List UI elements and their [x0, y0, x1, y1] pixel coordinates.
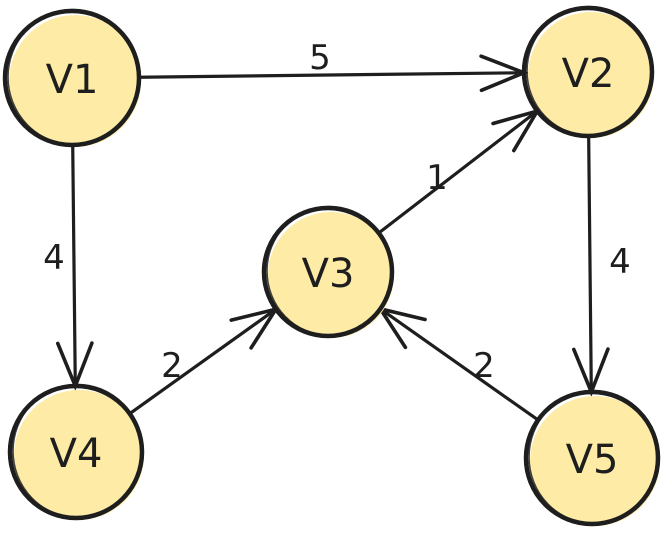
- edge-weight-label: 1: [426, 158, 448, 198]
- node-fill: [528, 12, 654, 138]
- edge-v3-v2: [377, 108, 542, 235]
- edge-labels-layer: 5 4 1 2 4 2: [43, 38, 631, 386]
- node-label: V5: [566, 437, 619, 483]
- node-fill: [14, 390, 144, 520]
- node-v4[interactable]: V4: [7, 383, 145, 521]
- node-label: V1: [46, 57, 99, 103]
- node-label: V2: [562, 51, 615, 97]
- node-v5[interactable]: V5: [523, 389, 661, 527]
- node-outline-sketch: [12, 383, 143, 519]
- edge-line: [378, 307, 540, 422]
- edge-v1-v2: [137, 54, 529, 93]
- node-label: V4: [50, 431, 103, 477]
- edge-weight-label: 4: [43, 238, 65, 278]
- edge-line: [137, 71, 526, 79]
- node-label: V3: [302, 251, 355, 297]
- node-v1[interactable]: V1: [2, 8, 142, 148]
- node-outline-sketch: [526, 5, 653, 137]
- edge-line: [71, 143, 77, 388]
- edge-v5-v3: [376, 306, 540, 422]
- edge-weight-label: 5: [309, 38, 331, 78]
- node-outline-sketch: [266, 205, 393, 337]
- edge-v2-v5: [572, 134, 610, 397]
- edge-weight-label: 4: [609, 242, 631, 282]
- edge-line: [128, 307, 278, 416]
- node-outline-sketch: [528, 389, 659, 525]
- edge-v4-v3: [128, 306, 280, 416]
- node-outline-sketch: [7, 8, 140, 146]
- node-v2[interactable]: V2: [521, 5, 655, 139]
- node-fill: [268, 212, 394, 338]
- edge-line: [377, 109, 539, 235]
- node-fill: [530, 396, 660, 526]
- node-v3[interactable]: V3: [261, 205, 395, 339]
- node-fill: [9, 15, 141, 147]
- edge-line: [587, 134, 593, 394]
- edge-weight-label: 2: [161, 346, 183, 386]
- edge-weight-label: 2: [473, 346, 495, 386]
